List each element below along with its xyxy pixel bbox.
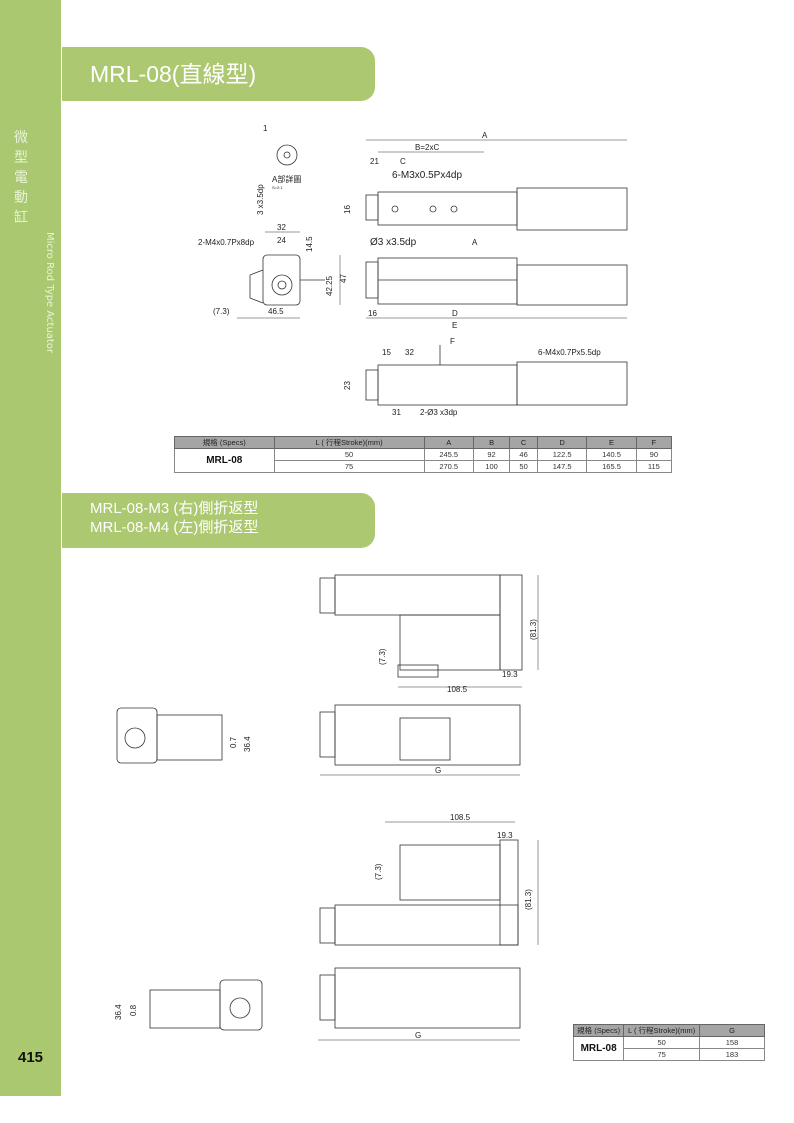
dim-pin: Ø3 x3.5dp: [370, 237, 417, 248]
dim-A: A: [482, 131, 488, 140]
end-view-linear: 1 A部詳圖 S=2:1 3 x3.5dp 32 24 2-M4x0.7Px8d…: [198, 124, 348, 319]
top-view-linear: A B=2xC 21 C 6-M3x0.5Px4dp 16 Ø3 x3.5dp …: [343, 131, 628, 248]
table-row: 75 270.5 100 50 147.5 165.5 115: [175, 460, 673, 473]
cell: 50: [623, 1036, 700, 1049]
drawing-m4: 108.5 19.3 (7.3) (81.3) G 36.4 0.8: [114, 813, 539, 1041]
cell: 46: [509, 448, 538, 461]
cell: 75: [273, 460, 425, 473]
dim-7-3: (7.3): [374, 863, 383, 880]
dim-G: G: [435, 766, 441, 775]
dim-C: C: [400, 157, 406, 166]
dim-0-8: 0.8: [129, 1004, 138, 1016]
drawing-m3: (81.3) (7.3) 19.3 108.5 G 0.7 36.4: [116, 574, 539, 776]
dim-19-3: 19.3: [502, 670, 518, 679]
dim-G: G: [415, 1031, 421, 1040]
cell: 50: [273, 448, 425, 461]
section-title-folded: MRL-08-M3 (右)側折返型 MRL-08-M4 (左)側折返型: [62, 493, 375, 548]
category-en: Micro Rod Type Actuator: [44, 232, 55, 354]
header-F: F: [635, 436, 673, 449]
cell: 158: [699, 1036, 765, 1049]
dim-108-5: 108.5: [450, 813, 471, 822]
cell: 147.5: [536, 460, 588, 473]
page-number: 415: [18, 1049, 44, 1066]
dim-15: 15: [382, 348, 391, 357]
cell: 140.5: [586, 448, 637, 461]
section-title-linear: MRL-08(直線型): [62, 47, 375, 101]
title-line-m4: MRL-08-M4 (左)側折返型: [90, 519, 259, 536]
dim-14-5: 14.5: [305, 236, 314, 252]
dim-A-mark: A: [472, 238, 478, 247]
dim-E: E: [452, 321, 457, 330]
cell: 165.5: [586, 460, 637, 473]
cell: 270.5: [423, 460, 474, 473]
side-view-linear: 16 D E: [365, 257, 628, 330]
header-A: A: [423, 436, 474, 449]
header-stroke: L ( 行程Stroke)(mm): [623, 1024, 700, 1037]
cell: 90: [635, 448, 673, 461]
header-stroke: L ( 行程Stroke)(mm): [273, 436, 425, 449]
dim-7-3: (7.3): [213, 307, 230, 316]
dim-F: F: [450, 337, 455, 346]
dim-108-5: 108.5: [447, 685, 468, 694]
dim-tap: 2-M4x0.7Px8dp: [198, 238, 255, 247]
dim-36-4: 36.4: [243, 736, 252, 752]
dim-0-7: 0.7: [229, 736, 238, 748]
dim-23: 23: [343, 381, 352, 390]
model-cell: MRL-08: [572, 1036, 625, 1061]
spec-table-linear: 規格 (Specs) L ( 行程Stroke)(mm) A B C D E F…: [174, 436, 673, 473]
header-specs: 規格 (Specs): [572, 1024, 625, 1037]
dim-24: 24: [277, 236, 286, 245]
dim-32b: 32: [405, 348, 414, 357]
dim-m3-tap: 6-M3x0.5Px4dp: [392, 170, 462, 181]
dim-19-3: 19.3: [497, 831, 513, 840]
dim-16a: 16: [343, 205, 352, 214]
dim-31: 31: [392, 408, 401, 417]
dim-46-5: 46.5: [268, 307, 284, 316]
table-row: 75 183: [574, 1048, 765, 1061]
cell: 122.5: [536, 448, 588, 461]
dim-81-3: (81.3): [524, 889, 533, 910]
dim-hole: 3 x3.5dp: [256, 184, 265, 215]
spec-table-folded: 規格 (Specs) L ( 行程Stroke)(mm) G MRL-08 50…: [572, 1024, 765, 1061]
dim-D: D: [452, 309, 458, 318]
dim-81-3: (81.3): [529, 619, 538, 640]
table-row: MRL-08 50 158: [572, 1036, 765, 1061]
dim-42-25: 42.25: [325, 275, 334, 296]
header-B: B: [472, 436, 511, 449]
cell: 50: [509, 460, 538, 473]
model-cell: MRL-08: [174, 448, 275, 473]
header-specs: 規格 (Specs): [174, 436, 275, 449]
dim-1: 1: [263, 124, 268, 133]
dim-16b: 16: [368, 309, 377, 318]
cell: 92: [472, 448, 511, 461]
header-G: G: [699, 1024, 765, 1037]
header-E: E: [586, 436, 637, 449]
dim-47: 47: [339, 274, 348, 283]
detail-scale: S=2:1: [272, 185, 283, 190]
dim-pin2: 2-Ø3 x3dp: [420, 408, 458, 417]
category-cn: 微型電動缸: [14, 130, 28, 226]
dim-m4-tap: 6-M4x0.7Px5.5dp: [538, 348, 601, 357]
header-D: D: [536, 436, 588, 449]
dim-7-3: (7.3): [378, 648, 387, 665]
detail-label: A部詳圖: [272, 174, 301, 184]
cell: 183: [699, 1048, 765, 1061]
cell: 100: [472, 460, 511, 473]
table-row: MRL-08 50 245.5 92 46 122.5 140.5 90: [174, 448, 673, 473]
sidebar: 微型電動缸 Micro Rod Type Actuator: [0, 0, 61, 1096]
bottom-view-linear: F 15 32 6-M4x0.7Px5.5dp 23 31 2-Ø3 x3dp: [343, 337, 628, 417]
title-line-m3: MRL-08-M3 (右)側折返型: [90, 500, 259, 517]
header-C: C: [509, 436, 538, 449]
cell: 75: [623, 1048, 700, 1061]
dim-36-4: 36.4: [114, 1004, 123, 1020]
dim-32: 32: [277, 223, 286, 232]
cell: 245.5: [423, 448, 474, 461]
cell: 115: [635, 460, 673, 473]
dim-B: B=2xC: [415, 143, 439, 152]
dim-21: 21: [370, 157, 379, 166]
